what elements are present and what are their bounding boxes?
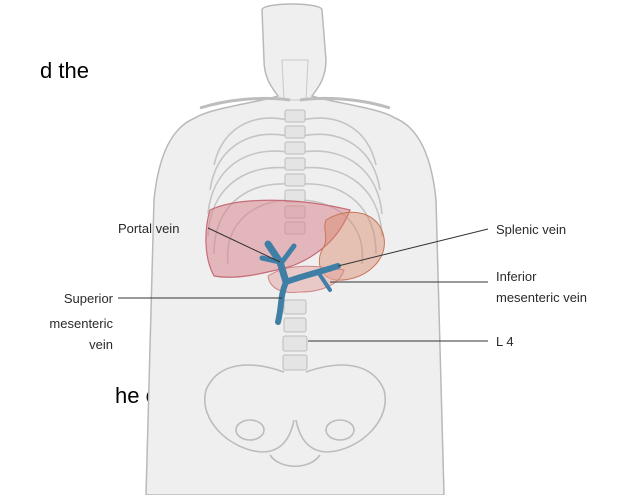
label-l4: L 4 xyxy=(496,334,514,349)
label-superior-mesenteric-vein-line-1: Superior xyxy=(64,291,114,306)
label-superior-mesenteric-vein-line-2: mesenteric xyxy=(49,316,113,331)
label-portal-vein: Portal vein xyxy=(118,221,179,236)
label-superior-mesenteric-vein-line-3: vein xyxy=(89,337,113,352)
label-splenic-vein: Splenic vein xyxy=(496,222,566,237)
label-inferior-mesenteric-vein-line-1: Inferior xyxy=(496,269,537,284)
label-inferior-mesenteric-vein-line-2: mesenteric vein xyxy=(496,290,587,305)
